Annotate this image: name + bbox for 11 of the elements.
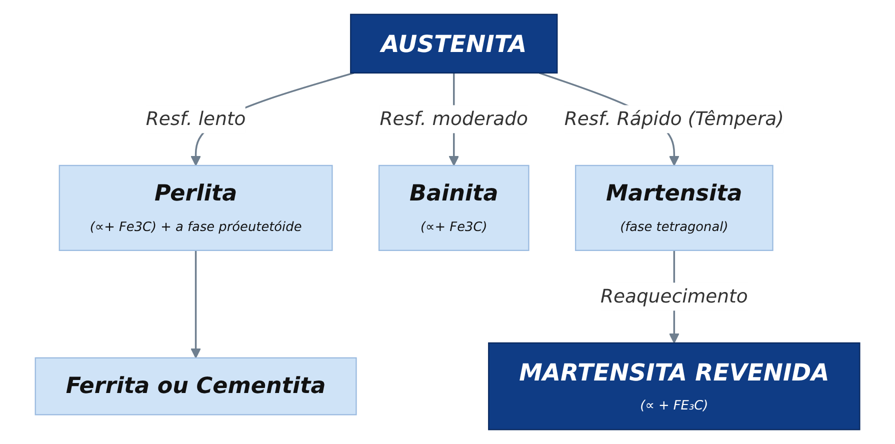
edge-label: Resf. Rápido (Têmpera) [564, 107, 784, 130]
node-box: Bainita (∝+ Fe3C) [378, 164, 530, 251]
node-box: MARTENSITA REVENIDA (∝ + FE₃C) [488, 342, 860, 430]
edge-label: Resf. moderado [380, 107, 528, 130]
node-box: Martensita (fase tetragonal) [574, 164, 774, 251]
node-box: AUSTENITA [350, 14, 558, 74]
node-box: Ferrita ou Cementita [34, 357, 357, 416]
edge-label: Resf. lento [146, 107, 246, 130]
arrow [190, 250, 201, 358]
edge-label: Reaquecimento [600, 284, 748, 308]
node-box: Perlita (∝+ Fe3C) + a fase próeutetóide [58, 164, 333, 251]
